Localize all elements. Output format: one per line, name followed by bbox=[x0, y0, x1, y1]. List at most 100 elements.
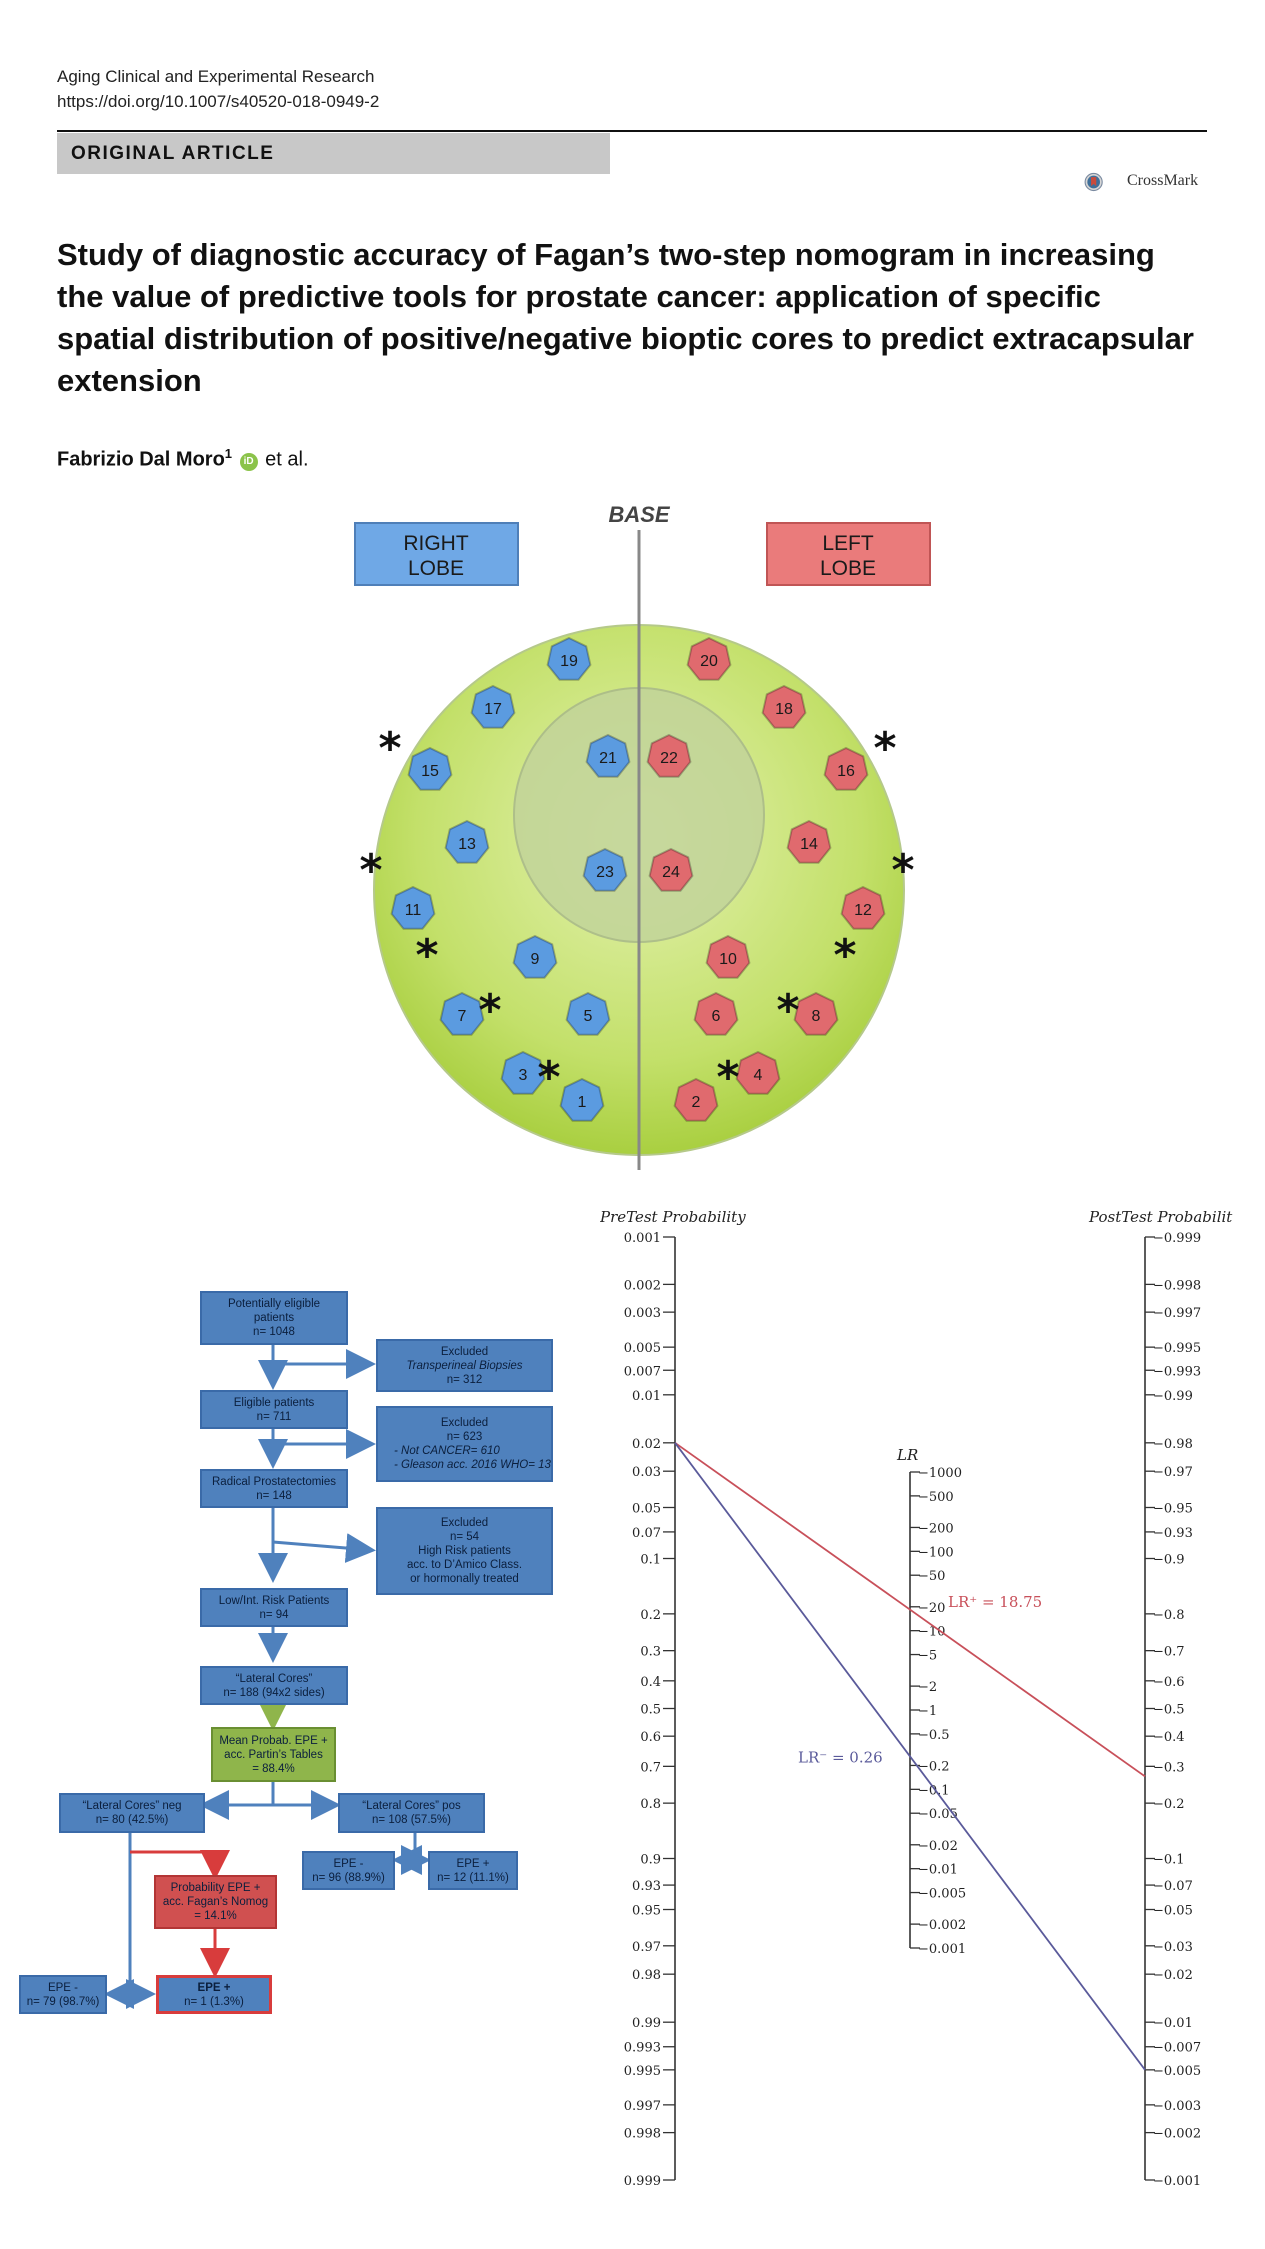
core-label: 5 bbox=[584, 1008, 593, 1025]
orcid-icon[interactable]: iD bbox=[239, 452, 258, 471]
lr-tick-label: −50 bbox=[918, 1569, 945, 1584]
lr-tick-label: −1 bbox=[918, 1704, 937, 1719]
pretest-tick-label: 0.999 bbox=[624, 2174, 661, 2185]
core-18: 18 bbox=[761, 684, 807, 729]
core-label: 16 bbox=[837, 763, 855, 780]
core-label: 3 bbox=[519, 1067, 528, 1084]
posttest-tick-label: −0.2 bbox=[1153, 1797, 1185, 1812]
core-label: 13 bbox=[458, 836, 476, 853]
star-marker: * bbox=[873, 723, 896, 774]
pretest-tick-label: 0.5 bbox=[640, 1703, 661, 1718]
left-lobe-line1: LEFT bbox=[822, 532, 874, 555]
lr-tick-label: −0.002 bbox=[918, 1918, 966, 1933]
core-label: 23 bbox=[596, 864, 614, 881]
crossmark-icon[interactable] bbox=[1084, 156, 1136, 208]
box-excluded-transperineal: Excluded Transperineal Biopsies n= 312 bbox=[376, 1339, 553, 1392]
pretest-tick-label: 0.8 bbox=[640, 1797, 661, 1812]
pretest-tick-label: 0.3 bbox=[640, 1645, 661, 1660]
core-label: 8 bbox=[812, 1008, 821, 1025]
posttest-tick-label: −0.998 bbox=[1153, 1278, 1201, 1293]
pretest-tick-label: 0.01 bbox=[632, 1389, 661, 1404]
prostate-core-map: BASE RIGHT LOBE LEFT LOBE 19171521132311… bbox=[354, 502, 931, 1170]
author-affiliation: 1 bbox=[224, 446, 233, 461]
core-11: 11 bbox=[390, 885, 436, 930]
lr-tick-label: −100 bbox=[918, 1545, 954, 1560]
lr-negative-line bbox=[674, 1442, 1146, 2071]
pretest-tick-label: 0.003 bbox=[624, 1306, 661, 1321]
box-epe-neg-pos: EPE - n= 96 (88.9%) bbox=[302, 1851, 395, 1890]
posttest-axis-title: PostTest Probabilit bbox=[1088, 1208, 1233, 1226]
pretest-tick-label: 0.7 bbox=[640, 1760, 661, 1775]
box-excluded-high-risk: Excluded n= 54 High Risk patients acc. t… bbox=[376, 1507, 553, 1595]
core-4: 4 bbox=[735, 1050, 781, 1095]
pretest-tick-label: 0.001 bbox=[624, 1231, 661, 1246]
posttest-tick-label: −0.05 bbox=[1153, 1904, 1193, 1919]
core-label: 17 bbox=[484, 701, 502, 718]
posttest-tick-label: −0.3 bbox=[1153, 1760, 1185, 1775]
posttest-tick-label: −0.98 bbox=[1153, 1437, 1193, 1452]
posttest-tick-label: −0.4 bbox=[1153, 1730, 1185, 1745]
posttest-tick-label: −0.99 bbox=[1153, 1389, 1193, 1404]
core-6: 6 bbox=[693, 991, 739, 1036]
box-epe-neg-neg: EPE - n= 79 (98.7%) bbox=[19, 1975, 107, 2014]
author-name[interactable]: Fabrizio Dal Moro bbox=[57, 448, 225, 471]
lr-tick-label: −0.001 bbox=[918, 1942, 966, 1957]
lr-tick-label: −0.01 bbox=[918, 1863, 958, 1878]
box-excluded-not-cancer: Excluded n= 623 - Not CANCER= 610 - Glea… bbox=[376, 1406, 553, 1482]
right-lobe-line2: LOBE bbox=[408, 557, 464, 580]
lr-tick-label: −0.02 bbox=[918, 1839, 958, 1854]
pretest-tick-label: 0.03 bbox=[632, 1465, 661, 1480]
lr-positive-line bbox=[674, 1442, 1146, 1778]
box-epe-pos-neg: EPE + n= 1 (1.3%) bbox=[156, 1975, 272, 2014]
lr-positive-label: LR⁺ = 18.75 bbox=[948, 1593, 1042, 1611]
star-marker: * bbox=[478, 985, 501, 1036]
pretest-tick-label: 0.6 bbox=[640, 1730, 661, 1745]
lr-tick-label: −500 bbox=[918, 1490, 954, 1505]
lr-tick-label: −0.05 bbox=[918, 1807, 958, 1822]
core-14: 14 bbox=[786, 819, 832, 864]
pretest-tick-label: 0.97 bbox=[632, 1940, 661, 1955]
core-label: 19 bbox=[560, 653, 578, 670]
box-mean-probability: Mean Probab. EPE + acc. Partin’s Tables … bbox=[211, 1727, 336, 1782]
star-marker: * bbox=[359, 845, 382, 896]
author-line: Fabrizio Dal Moro1 iD et al. bbox=[57, 440, 309, 474]
lr-tick-label: −2 bbox=[918, 1680, 937, 1695]
core-5: 5 bbox=[565, 991, 611, 1036]
star-marker: * bbox=[716, 1052, 739, 1103]
core-24: 24 bbox=[648, 847, 694, 892]
core-label: 2 bbox=[692, 1094, 701, 1111]
star-marker: * bbox=[537, 1052, 560, 1103]
posttest-tick-label: −0.993 bbox=[1153, 1364, 1201, 1379]
journal-doi[interactable]: https://doi.org/10.1007/s40520-018-0949-… bbox=[57, 92, 380, 111]
posttest-tick-label: −0.002 bbox=[1153, 2127, 1201, 2142]
core-22: 22 bbox=[646, 733, 692, 778]
core-label: 4 bbox=[754, 1067, 763, 1084]
star-marker: * bbox=[891, 845, 914, 896]
core-3: 3 bbox=[500, 1050, 546, 1095]
pretest-tick-label: 0.993 bbox=[624, 2041, 661, 2056]
header-rule bbox=[57, 130, 1207, 132]
flowchart-connectors bbox=[104, 1345, 431, 2009]
box-lateral-cores-pos: “Lateral Cores” pos n= 108 (57.5%) bbox=[338, 1793, 485, 1833]
pretest-tick-label: 0.9 bbox=[640, 1852, 661, 1867]
posttest-tick-label: −0.007 bbox=[1153, 2041, 1201, 2056]
core-label: 10 bbox=[719, 951, 737, 968]
posttest-tick-label: −0.001 bbox=[1153, 2174, 1201, 2185]
pretest-tick-label: 0.98 bbox=[632, 1968, 661, 1983]
posttest-tick-label: −0.02 bbox=[1153, 1968, 1193, 1983]
core-label: 14 bbox=[800, 836, 818, 853]
crossmark-label[interactable]: CrossMark bbox=[1127, 172, 1199, 189]
pretest-tick-label: 0.07 bbox=[632, 1526, 661, 1541]
core-19: 19 bbox=[546, 636, 592, 681]
star-marker: * bbox=[833, 930, 856, 981]
core-23: 23 bbox=[582, 847, 628, 892]
pretest-tick-label: 0.93 bbox=[632, 1879, 661, 1894]
box-lateral-cores-neg: “Lateral Cores” neg n= 80 (42.5%) bbox=[59, 1793, 205, 1833]
core-7: 7 bbox=[439, 991, 485, 1036]
lr-tick-label: −0.1 bbox=[918, 1783, 950, 1798]
posttest-tick-label: −0.93 bbox=[1153, 1526, 1193, 1541]
lr-tick-label: −1000 bbox=[918, 1466, 962, 1481]
left-lobe-line2: LOBE bbox=[820, 557, 876, 580]
core-10: 10 bbox=[705, 934, 751, 979]
journal-header: Aging Clinical and Experimental Research… bbox=[57, 64, 379, 114]
